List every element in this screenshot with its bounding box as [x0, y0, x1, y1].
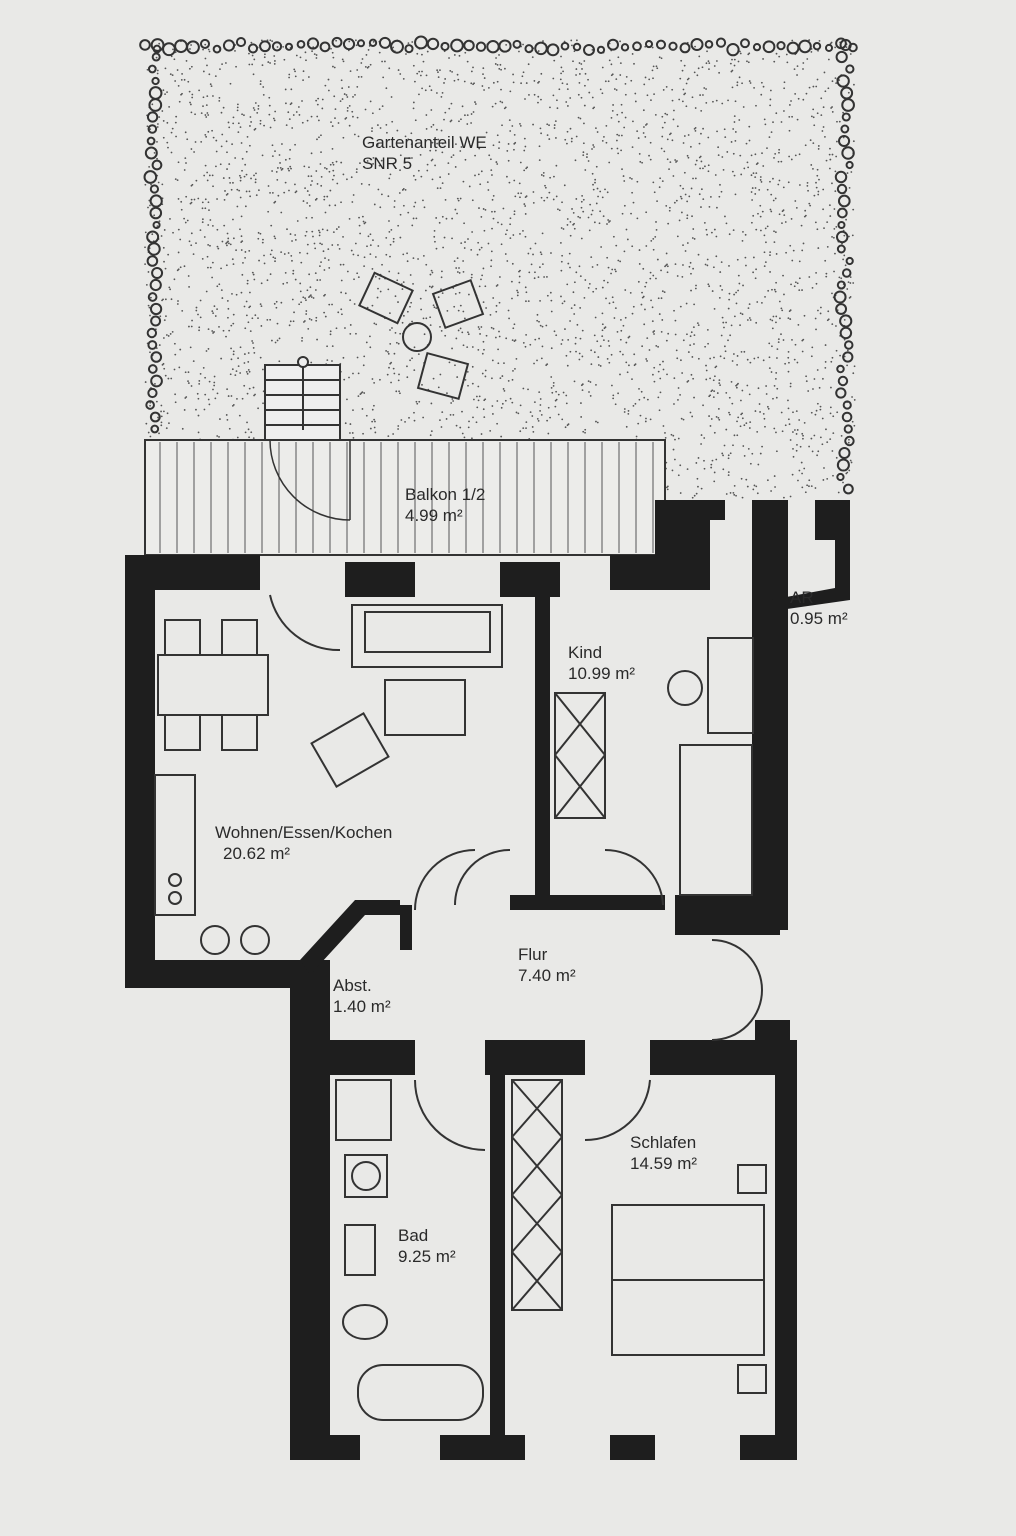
- balcony-label: Balkon 1/2 4.99 m²: [405, 484, 485, 526]
- room-name: Schlafen: [630, 1133, 697, 1152]
- room-area: 14.59 m²: [630, 1154, 698, 1173]
- garden-stipple: [144, 39, 856, 501]
- hall-label: Flur 7.40 m²: [518, 944, 576, 986]
- garden-hedge: [139, 35, 858, 495]
- furniture: [154, 594, 767, 1421]
- garden-label: Gartenanteil WE SNR 5: [362, 132, 487, 174]
- room-area: 4.99 m²: [405, 506, 463, 525]
- room-name: AR: [790, 588, 814, 607]
- room-name: Wohnen/Essen/Kochen: [215, 823, 393, 842]
- walls: [125, 500, 850, 1460]
- room-name: Abst.: [333, 976, 372, 995]
- room-name: Bad: [398, 1226, 429, 1245]
- garden-furniture: [358, 271, 485, 401]
- room-name: Balkon 1/2: [405, 485, 486, 504]
- room-area: 9.25 m²: [398, 1247, 456, 1266]
- ar-label: AR 0.95 m²: [790, 587, 848, 629]
- bath-label: Bad 9.25 m²: [398, 1225, 456, 1267]
- room-area: 0.95 m²: [790, 609, 848, 628]
- abst-label: Abst. 1.40 m²: [333, 975, 391, 1017]
- room-sub: SNR 5: [362, 154, 413, 173]
- balcony-deck: [144, 439, 666, 556]
- garden-stair: [264, 356, 341, 444]
- room-area: 1.40 m²: [333, 997, 391, 1016]
- kind-label: Kind 10.99 m²: [568, 642, 635, 684]
- room-area: 7.40 m²: [518, 966, 576, 985]
- room-name: Gartenanteil WE: [362, 133, 487, 152]
- room-name: Kind: [568, 643, 603, 662]
- room-name: Flur: [518, 945, 548, 964]
- bedroom-label: Schlafen 14.59 m²: [630, 1132, 697, 1174]
- room-area: 10.99 m²: [568, 664, 636, 683]
- living-label: Wohnen/Essen/Kochen 20.62 m²: [215, 822, 392, 864]
- room-area: 20.62 m²: [223, 844, 291, 863]
